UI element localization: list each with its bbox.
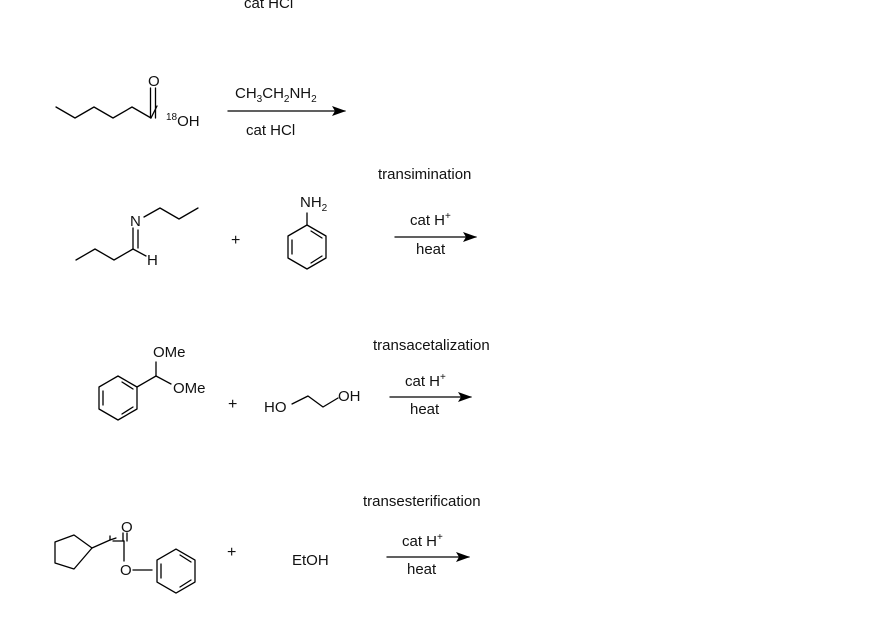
methoxy-label-1: OMe	[153, 344, 186, 361]
plus-sign-3: +	[228, 396, 238, 413]
hydroxyl-text: OH	[177, 113, 200, 130]
glycol-ho-label: HO	[264, 399, 287, 416]
plus-superscript: +	[440, 372, 446, 383]
plus-superscript: +	[445, 211, 451, 222]
reagent-part-3: NH	[289, 85, 312, 102]
reagent-part-2: CH	[262, 85, 284, 102]
acetal-skeleton	[98, 361, 172, 421]
labeled-hydroxyl-label: 18OH	[166, 112, 200, 130]
plus-sign-4: +	[227, 544, 237, 561]
reagent-heat-3: heat	[410, 401, 440, 418]
heading-transimination: transimination	[378, 166, 472, 183]
ester-skeleton	[54, 532, 196, 594]
imine-skeleton	[75, 207, 199, 261]
amine-nh2-label: NH2	[300, 194, 327, 214]
aniline-ring	[287, 212, 327, 270]
cat-h-text: cat H	[405, 373, 441, 390]
reagent-cat-h-plus-4: cat H+	[402, 532, 443, 550]
reagent-part-1: CH	[235, 85, 257, 102]
top-partial-condition: cat HCl	[244, 0, 294, 12]
amine-nh-text: NH	[300, 194, 322, 211]
plus-superscript: +	[437, 532, 443, 543]
reagent-cat-h-plus-3: cat H+	[405, 372, 446, 390]
heading-transesterification: transesterification	[363, 493, 481, 510]
cat-h-text: cat H	[410, 212, 446, 229]
reagent-ethylamine: CH3CH2NH2	[235, 85, 317, 105]
reagent-heat-4: heat	[407, 561, 437, 578]
ethylene-glycol-skeleton	[291, 395, 339, 408]
heading-transacetalization: transacetalization	[373, 337, 490, 354]
ester-oxygen-label: O	[120, 562, 132, 579]
reagent-sub-3: 2	[311, 94, 317, 105]
reagent-heat-2: heat	[416, 241, 446, 258]
glycol-oh-label: OH	[338, 388, 361, 405]
reagent-cat-hcl: cat HCl	[246, 122, 296, 139]
ethanol-label: EtOH	[292, 552, 329, 569]
reagent-sub-1: 3	[256, 94, 263, 105]
hexanoic-acid-skeleton	[55, 87, 158, 119]
imine-nitrogen-label: N	[130, 213, 141, 230]
ester-carbonyl-oxygen-label: O	[121, 519, 133, 536]
imine-hydrogen-label: H	[147, 252, 158, 269]
carbonyl-oxygen-label: O	[148, 73, 160, 90]
cat-h-text: cat H	[402, 533, 438, 550]
amine-sub-2: 2	[321, 203, 328, 214]
methoxy-label-2: OMe	[173, 380, 206, 397]
reagent-cat-h-plus-2: cat H+	[410, 211, 451, 229]
plus-sign-2: +	[231, 232, 241, 249]
reagent-sub-2: 2	[283, 94, 290, 105]
isotope-18-superscript: 18	[166, 112, 178, 123]
